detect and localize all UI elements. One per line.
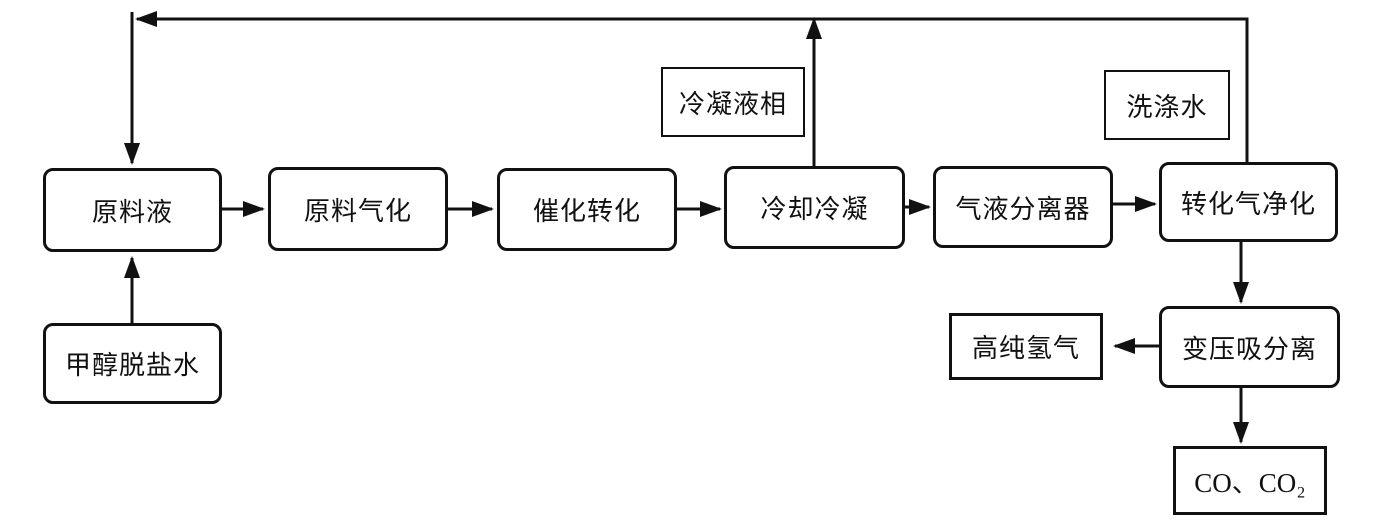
label-washing-water: 洗涤水 <box>1104 70 1230 140</box>
node-methanol-demineralized-water: 甲醇脱盐水 <box>43 323 222 404</box>
node-co-co2: CO、CO₂ <box>1173 446 1327 515</box>
node-feed-gasification: 原料气化 <box>268 167 448 251</box>
node-raw-material-liquid: 原料液 <box>43 168 222 252</box>
node-pressure-swing-separation: 变压吸分离 <box>1159 306 1340 388</box>
node-cooling-condensation: 冷却冷凝 <box>724 166 905 249</box>
label-condensate-liquid-phase: 冷凝液相 <box>661 67 805 137</box>
edge-purification-top-recycle-line <box>135 10 1249 162</box>
node-reformed-gas-purification: 转化气净化 <box>1159 162 1338 242</box>
node-catalytic-conversion: 催化转化 <box>497 168 677 251</box>
node-high-purity-hydrogen: 高纯氢气 <box>949 313 1103 380</box>
node-gas-liquid-separator: 气液分离器 <box>933 166 1113 248</box>
